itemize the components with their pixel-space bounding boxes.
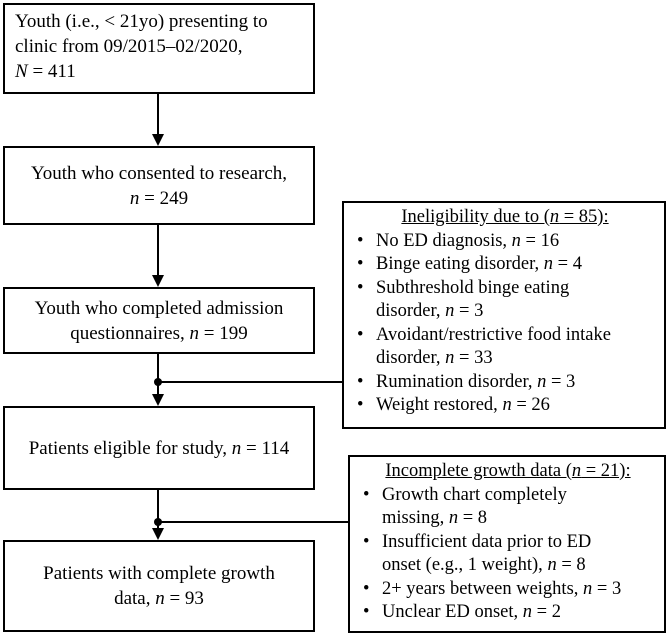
complete-growth-line-2-text: data, bbox=[114, 588, 156, 609]
box-incomplete-growth: Incomplete growth data (n = 21): Growth … bbox=[348, 455, 666, 633]
completed-n-value: = 199 bbox=[199, 322, 248, 344]
complete-growth-line-2: data, n = 93 bbox=[5, 586, 313, 611]
box-presenting: Youth (i.e., < 21yo) presenting to clini… bbox=[3, 3, 315, 94]
presenting-n-label: N bbox=[15, 61, 28, 82]
box-complete-growth: Patients with complete growth data, n = … bbox=[3, 540, 315, 632]
junction-dot-ineligibility bbox=[154, 378, 162, 386]
incomplete-heading: Incomplete growth data (n = 21): bbox=[385, 461, 631, 481]
presenting-count: N = 411 bbox=[15, 59, 303, 84]
complete-growth-n-label: n bbox=[155, 588, 165, 609]
consented-n-label: n bbox=[129, 187, 140, 209]
complete-growth-n-value: = 93 bbox=[164, 588, 204, 609]
box-consented: Youth who consented to research, n = 249 bbox=[3, 146, 315, 225]
ineligibility-list: No ED diagnosis, n = 16 Binge eating dis… bbox=[354, 230, 656, 418]
eligible-line-1: Patients eligible for study, n = 114 bbox=[5, 436, 313, 461]
box-completed: Youth who completed admission questionna… bbox=[3, 287, 315, 354]
eligible-n-value: = 114 bbox=[241, 437, 290, 459]
consented-n-value: = 249 bbox=[139, 187, 189, 209]
box-eligible: Patients eligible for study, n = 114 bbox=[3, 406, 315, 490]
complete-growth-line-1: Patients with complete growth bbox=[43, 563, 275, 584]
list-item: 2+ years between weights, n = 3 bbox=[360, 578, 656, 602]
list-item: Avoidant/restrictive food intakedisorder… bbox=[354, 324, 656, 371]
presenting-line-2: clinic from 09/2015–02/2020, bbox=[15, 36, 243, 57]
eligible-n-label: n bbox=[231, 437, 242, 459]
list-item: Weight restored, n = 26 bbox=[354, 394, 656, 418]
junction-dot-incomplete bbox=[154, 518, 162, 526]
ineligibility-heading: Ineligibility due to (n = 85): bbox=[401, 207, 609, 227]
presenting-n-value: = 411 bbox=[27, 61, 76, 82]
list-item: Binge eating disorder, n = 4 bbox=[354, 253, 656, 277]
consented-line-1: Youth who consented to research, bbox=[30, 162, 288, 184]
presenting-line-1: Youth (i.e., < 21yo) presenting to bbox=[15, 11, 268, 32]
completed-line-1: Youth who completed admission bbox=[34, 297, 284, 319]
eligible-text: Patients eligible for study, bbox=[28, 437, 232, 459]
list-item: Rumination disorder, n = 3 bbox=[354, 371, 656, 395]
completed-n-label: n bbox=[189, 322, 200, 344]
consented-count: n = 249 bbox=[5, 186, 313, 211]
list-item: No ED diagnosis, n = 16 bbox=[354, 230, 656, 254]
completed-line-2: questionnaires, n = 199 bbox=[5, 321, 313, 346]
list-item: Unclear ED onset, n = 2 bbox=[360, 601, 656, 625]
box-ineligibility: Ineligibility due to (n = 85): No ED dia… bbox=[342, 201, 666, 429]
completed-line-2-text: questionnaires, bbox=[70, 322, 190, 344]
